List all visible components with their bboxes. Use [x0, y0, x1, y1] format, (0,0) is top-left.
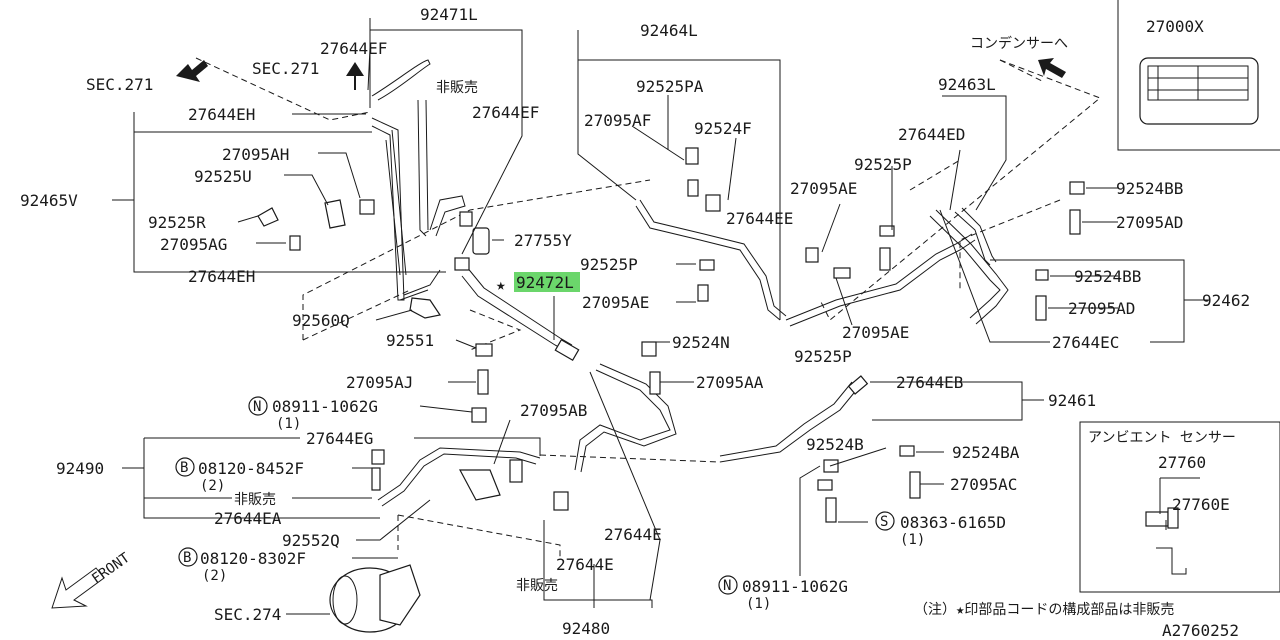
label-box-inset	[1117, 0, 1280, 151]
part-27644EB[interactable]: 27644EB	[896, 373, 963, 392]
fasteners	[257, 147, 1085, 523]
part-27095AD-a[interactable]: 27095AD	[1116, 213, 1183, 232]
arrow-sec271-left-icon	[176, 60, 208, 82]
arrow-sec271-up-icon	[346, 62, 364, 90]
part-27644EE[interactable]: 27644EE	[726, 209, 793, 228]
part-92524B[interactable]: 92524B	[806, 435, 864, 454]
part-92524BA[interactable]: 92524BA	[952, 443, 1020, 462]
part-27095AE-c[interactable]: 27095AE	[842, 323, 909, 342]
not-for-sale-label-3: 非販売	[516, 578, 558, 594]
part-92525U[interactable]: 92525U	[194, 167, 252, 186]
part-92525P-c[interactable]: 92525P	[794, 347, 852, 366]
part-27095AA[interactable]: 27095AA	[696, 373, 764, 392]
part-08911-1062G-a[interactable]: 08911-1062G	[272, 397, 378, 416]
part-08911-1062G-b[interactable]: 08911-1062G	[742, 577, 848, 596]
part-92524BB-b[interactable]: 92524BB	[1074, 267, 1141, 286]
part-92525R[interactable]: 92525R	[148, 213, 206, 232]
part-27644EA[interactable]: 27644EA	[214, 509, 282, 528]
part-92524BB-a[interactable]: 92524BB	[1116, 179, 1183, 198]
part-92552Q[interactable]: 92552Q	[282, 531, 340, 550]
part-27000X[interactable]: 27000X	[1146, 17, 1204, 36]
n-mark-2: N	[723, 578, 731, 594]
qty-08120-b: (2)	[202, 568, 227, 584]
s-circle	[875, 511, 895, 531]
part-92525P-a[interactable]: 92525P	[580, 255, 638, 274]
ambient-sensor-label: アンビエント センサー	[1088, 430, 1236, 446]
part-92462[interactable]: 92462	[1202, 291, 1250, 310]
part-27755Y[interactable]: 27755Y	[514, 231, 572, 250]
part-92551[interactable]: 92551	[386, 331, 434, 350]
qty-08120-a: (2)	[200, 478, 225, 494]
s-mark: S	[880, 514, 888, 530]
part-92472L[interactable]: 92472L	[516, 273, 574, 292]
ambient-sensor-inset	[1079, 421, 1280, 593]
part-92524N[interactable]: 92524N	[672, 333, 730, 352]
b-circle-1	[175, 457, 195, 477]
part-27095AF[interactable]: 27095AF	[584, 111, 651, 130]
part-92471L[interactable]: 92471L	[420, 5, 478, 24]
sec-271-right[interactable]: SEC.271	[252, 59, 319, 78]
part-08363-6165D[interactable]: 08363-6165D	[900, 513, 1006, 532]
pipe-assemblies	[329, 59, 1009, 633]
footnote: （注）★印部品コードの構成部品は非販売	[914, 602, 1174, 618]
part-27095AG[interactable]: 27095AG	[160, 235, 227, 254]
part-27644EH-top[interactable]: 27644EH	[188, 105, 255, 124]
part-27095AC[interactable]: 27095AC	[950, 475, 1017, 494]
part-92464L[interactable]: 92464L	[640, 21, 698, 40]
part-08120-8452F[interactable]: 08120-8452F	[198, 459, 304, 478]
part-92480[interactable]: 92480	[562, 619, 610, 638]
not-for-sale-label-1: 非販売	[436, 80, 478, 96]
part-27095AB[interactable]: 27095AB	[520, 401, 587, 420]
part-27644EG[interactable]: 27644EG	[306, 429, 373, 448]
part-27095AJ[interactable]: 27095AJ	[346, 373, 413, 392]
part-27760[interactable]: 27760	[1158, 453, 1206, 472]
part-92463L[interactable]: 92463L	[938, 75, 996, 94]
figure-id: A2760252	[1162, 621, 1239, 640]
part-labels: 92471L 27644EF SEC.271 SEC.271 非販売 27644…	[20, 5, 1250, 640]
part-27644EF-right[interactable]: 27644EF	[472, 103, 539, 122]
sec-274[interactable]: SEC.274	[214, 605, 281, 624]
arrow-condenser-icon	[1038, 58, 1066, 78]
part-27095AD-b[interactable]: 27095AD	[1068, 299, 1135, 318]
condenser-label: コンデンサーへ	[970, 35, 1068, 52]
sec-271-left[interactable]: SEC.271	[86, 75, 153, 94]
n-circle-2	[718, 575, 738, 595]
n-mark-1: N	[253, 399, 261, 415]
part-27644EF-top[interactable]: 27644EF	[320, 39, 387, 58]
front-arrow-icon	[51, 567, 105, 609]
b-circle-2	[178, 547, 198, 567]
qty-08911-b: (1)	[746, 596, 771, 612]
part-27644E-a[interactable]: 27644E	[604, 525, 662, 544]
part-92465V[interactable]: 92465V	[20, 191, 78, 210]
leader-lines	[112, 18, 1208, 615]
part-92525PA[interactable]: 92525PA	[636, 77, 704, 96]
b-mark-2: B	[183, 550, 191, 566]
qty-08911-a: (1)	[276, 416, 301, 432]
part-27644EC[interactable]: 27644EC	[1052, 333, 1119, 352]
part-92524F[interactable]: 92524F	[694, 119, 752, 138]
highlight-92472L	[514, 272, 580, 292]
direction-arrows	[51, 58, 1066, 609]
not-for-sale-label-2: 非販売	[234, 492, 276, 508]
b-mark-1: B	[180, 460, 188, 476]
part-92461[interactable]: 92461	[1048, 391, 1096, 410]
star-mark: ★	[496, 275, 506, 294]
part-27095AE-b[interactable]: 27095AE	[790, 179, 857, 198]
part-92490[interactable]: 92490	[56, 459, 104, 478]
part-08120-8302F[interactable]: 08120-8302F	[200, 549, 306, 568]
part-27644E-b[interactable]: 27644E	[556, 555, 614, 574]
section-boundary	[195, 57, 1101, 560]
part-92525P-b[interactable]: 92525P	[854, 155, 912, 174]
part-92560Q[interactable]: 92560Q	[292, 311, 350, 330]
part-27644ED[interactable]: 27644ED	[898, 125, 965, 144]
part-27095AH[interactable]: 27095AH	[222, 145, 289, 164]
part-27644EH-bottom[interactable]: 27644EH	[188, 267, 255, 286]
qty-08363: (1)	[900, 532, 925, 548]
part-27095AE-a[interactable]: 27095AE	[582, 293, 649, 312]
front-label: FRONT	[89, 550, 133, 588]
part-27760E[interactable]: 27760E	[1172, 495, 1230, 514]
n-circle-1	[248, 396, 268, 416]
